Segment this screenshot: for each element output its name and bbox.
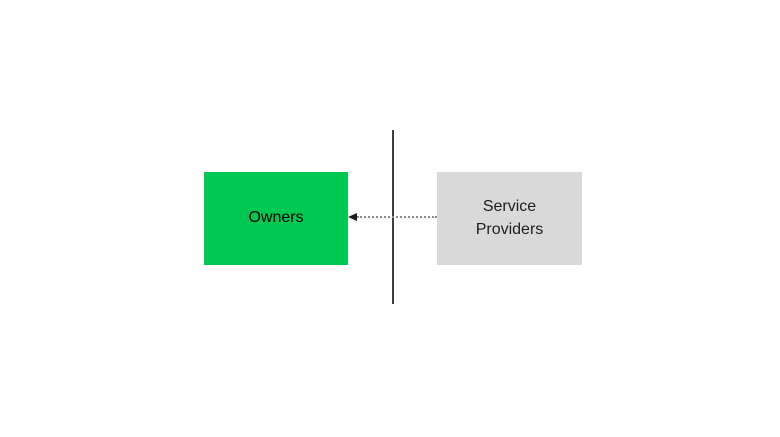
node-owners: Owners: [204, 172, 348, 265]
node-service-providers: Service Providers: [437, 172, 582, 265]
node-owners-label: Owners: [248, 209, 304, 227]
arrowhead-icon: [348, 213, 357, 221]
dotted-arrow-line: [357, 216, 437, 218]
node-service-providers-label: Service Providers: [475, 198, 544, 238]
